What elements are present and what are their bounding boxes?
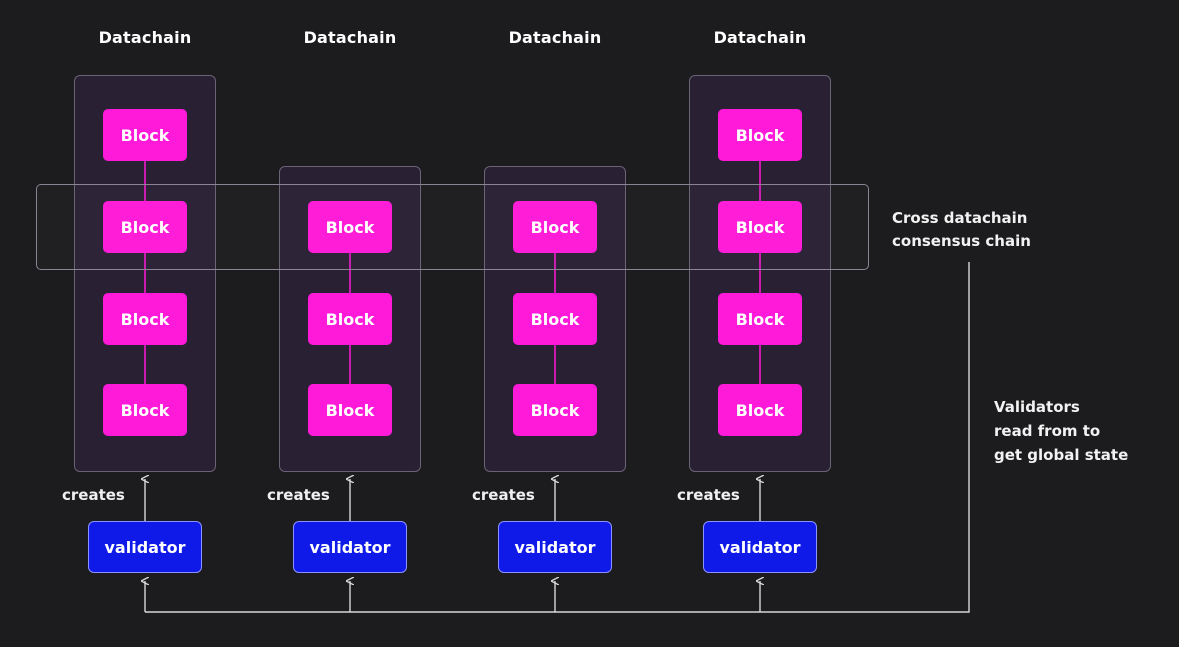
block: Block (103, 384, 187, 436)
block: Block (103, 109, 187, 161)
datachain-title: Datachain (713, 28, 807, 47)
creates-label: creates (62, 486, 125, 504)
consensus-label-line: Cross datachain (892, 209, 1028, 227)
block: Block (103, 201, 187, 253)
block: Block (718, 109, 802, 161)
global-state-label-line: read from to (994, 422, 1101, 440)
block: Block (103, 293, 187, 345)
block: Block (308, 293, 392, 345)
validator-node: validator (703, 521, 817, 573)
datachain-title: Datachain (303, 28, 397, 47)
datachain-title: Datachain (98, 28, 192, 47)
consensus-chain-band (36, 184, 869, 270)
feedback-line (145, 262, 970, 613)
creates-label: creates (267, 486, 330, 504)
creates-label: creates (677, 486, 740, 504)
validator-node: validator (293, 521, 407, 573)
block: Block (513, 384, 597, 436)
consensus-label-line: consensus chain (892, 232, 1031, 250)
block: Block (718, 293, 802, 345)
validator-node: validator (498, 521, 612, 573)
creates-label: creates (472, 486, 535, 504)
consensus-chain-label: Cross datachain consensus chain (892, 207, 1031, 253)
block: Block (718, 384, 802, 436)
block: Block (308, 384, 392, 436)
block: Block (308, 201, 392, 253)
block: Block (513, 293, 597, 345)
datachain-title: Datachain (508, 28, 602, 47)
block: Block (718, 201, 802, 253)
global-state-label-line: get global state (994, 446, 1129, 464)
block: Block (513, 201, 597, 253)
global-state-label: Validators read from to get global state (994, 395, 1128, 467)
global-state-label-line: Validators (994, 398, 1080, 416)
validator-node: validator (88, 521, 202, 573)
